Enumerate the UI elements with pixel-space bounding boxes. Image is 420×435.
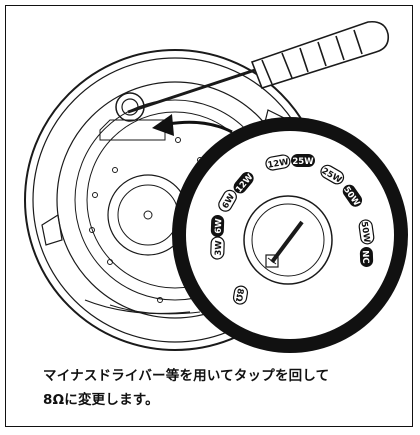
instruction-caption: マイナスドライバー等を用いてタップを回して 8Ωに変更します。 <box>43 364 403 412</box>
tap-label-nc: NC <box>360 246 374 267</box>
caption-line-1: マイナスドライバー等を用いてタップを回して <box>43 368 330 384</box>
rotate-arrow-icon <box>152 114 233 136</box>
svg-text:6W: 6W <box>214 218 225 234</box>
svg-text:3W: 3W <box>214 240 225 256</box>
caption-line-2: 8Ωに変更します。 <box>43 392 159 408</box>
svg-text:12W: 12W <box>267 157 290 171</box>
tap-label-3w: 3W <box>210 236 225 260</box>
tap-label-25w: 25W <box>291 154 315 167</box>
svg-text:NC: NC <box>360 250 370 264</box>
tap-label-12w-b: 12W <box>265 154 291 171</box>
screwdriver-icon <box>127 20 390 114</box>
svg-text:50W: 50W <box>359 221 372 244</box>
svg-text:25W: 25W <box>292 157 314 167</box>
tap-label-8ohm: 8Ω <box>233 285 249 305</box>
svg-text:8Ω: 8Ω <box>233 287 245 302</box>
tap-label-50w-b: 50W <box>359 219 375 245</box>
tap-label-6w: 6W <box>210 214 225 237</box>
